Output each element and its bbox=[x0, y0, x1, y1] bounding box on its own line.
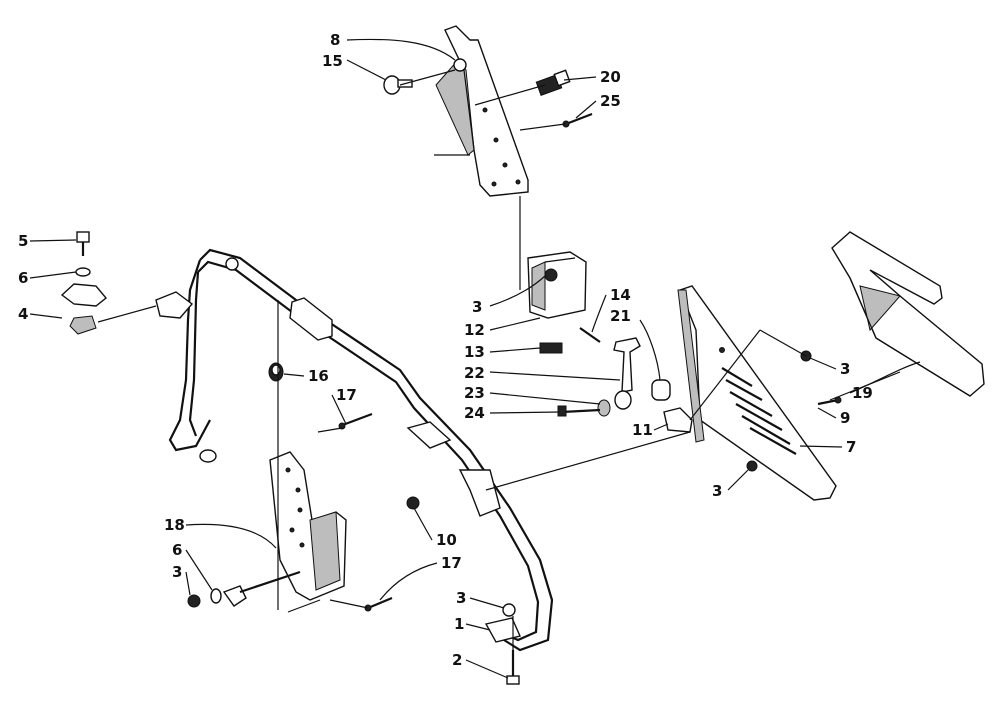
nut-part-3-center bbox=[544, 268, 558, 282]
foam-pad-part-19 bbox=[831, 231, 985, 397]
callout-6: 6 bbox=[18, 269, 28, 287]
screw-part-17-lower bbox=[364, 596, 393, 612]
callout-6: 6 bbox=[172, 541, 182, 559]
callout-5: 5 bbox=[18, 232, 28, 250]
spacer-part-13 bbox=[539, 342, 563, 354]
callout-10: 10 bbox=[436, 531, 457, 549]
bumper-part-21 bbox=[651, 379, 671, 401]
callout-2: 2 bbox=[452, 651, 462, 669]
tubular-bumper-frame bbox=[168, 248, 554, 652]
callout-12: 12 bbox=[464, 321, 485, 339]
washer-part-8 bbox=[453, 58, 467, 72]
callout-21: 21 bbox=[610, 307, 631, 325]
latch-arm-part-22 bbox=[613, 337, 641, 393]
callout-17: 17 bbox=[441, 554, 462, 572]
washer-part-6 bbox=[75, 267, 91, 277]
mounting-plate-part-18 bbox=[269, 451, 347, 601]
callout-19: 19 bbox=[852, 384, 873, 402]
cushion-part-4 bbox=[60, 283, 107, 335]
bolt-part-2 bbox=[506, 650, 520, 685]
nut-part-3-right-lower bbox=[746, 460, 758, 472]
callout-18: 18 bbox=[164, 516, 185, 534]
nut-part-10 bbox=[406, 496, 420, 510]
upper-side-bracket bbox=[435, 25, 529, 197]
callout-3: 3 bbox=[472, 298, 482, 316]
callout-7: 7 bbox=[846, 438, 856, 456]
callout-25: 25 bbox=[600, 92, 621, 110]
callout-17: 17 bbox=[336, 386, 357, 404]
callout-labels: 8 15 20 25 5 6 4 3 12 14 21 13 22 23 24 … bbox=[18, 31, 873, 669]
callout-3: 3 bbox=[172, 563, 182, 581]
callout-23: 23 bbox=[464, 384, 485, 402]
callout-22: 22 bbox=[464, 364, 485, 382]
callout-14: 14 bbox=[610, 286, 631, 304]
bracket-part-11 bbox=[663, 407, 693, 433]
callout-3: 3 bbox=[840, 360, 850, 378]
bolt-part-24 bbox=[557, 405, 601, 417]
screw-part-14 bbox=[579, 327, 601, 343]
callout-24: 24 bbox=[464, 404, 485, 422]
callout-3: 3 bbox=[712, 482, 722, 500]
callout-16: 16 bbox=[308, 367, 329, 385]
vent-slots bbox=[721, 367, 797, 455]
callout-9: 9 bbox=[840, 409, 850, 427]
screw-part-9 bbox=[817, 396, 842, 406]
bolt-part-5 bbox=[76, 231, 90, 256]
callout-8: 8 bbox=[330, 31, 340, 49]
washer-part-23 bbox=[597, 390, 632, 417]
frame-mount-bracket bbox=[155, 291, 194, 319]
callout-20: 20 bbox=[600, 68, 621, 86]
callout-11: 11 bbox=[632, 421, 653, 439]
callout-4: 4 bbox=[18, 305, 28, 323]
right-side-panel-part-7 bbox=[677, 285, 837, 501]
center-mount-bracket bbox=[527, 251, 587, 319]
leader-lines bbox=[29, 38, 921, 679]
bracket-hardware-left bbox=[222, 570, 301, 607]
rivet-part-15 bbox=[383, 75, 413, 95]
screw-part-17-upper bbox=[338, 412, 373, 430]
callout-1: 1 bbox=[454, 615, 464, 633]
callout-3: 3 bbox=[456, 589, 466, 607]
nut-part-3-lower-left bbox=[187, 594, 201, 608]
washer-part-6-lower bbox=[210, 588, 222, 604]
light-socket-part-20 bbox=[535, 69, 571, 96]
callout-13: 13 bbox=[464, 343, 485, 361]
grommet-part-16 bbox=[268, 362, 284, 382]
nut-part-3-bottom bbox=[502, 603, 516, 617]
callout-15: 15 bbox=[322, 52, 343, 70]
